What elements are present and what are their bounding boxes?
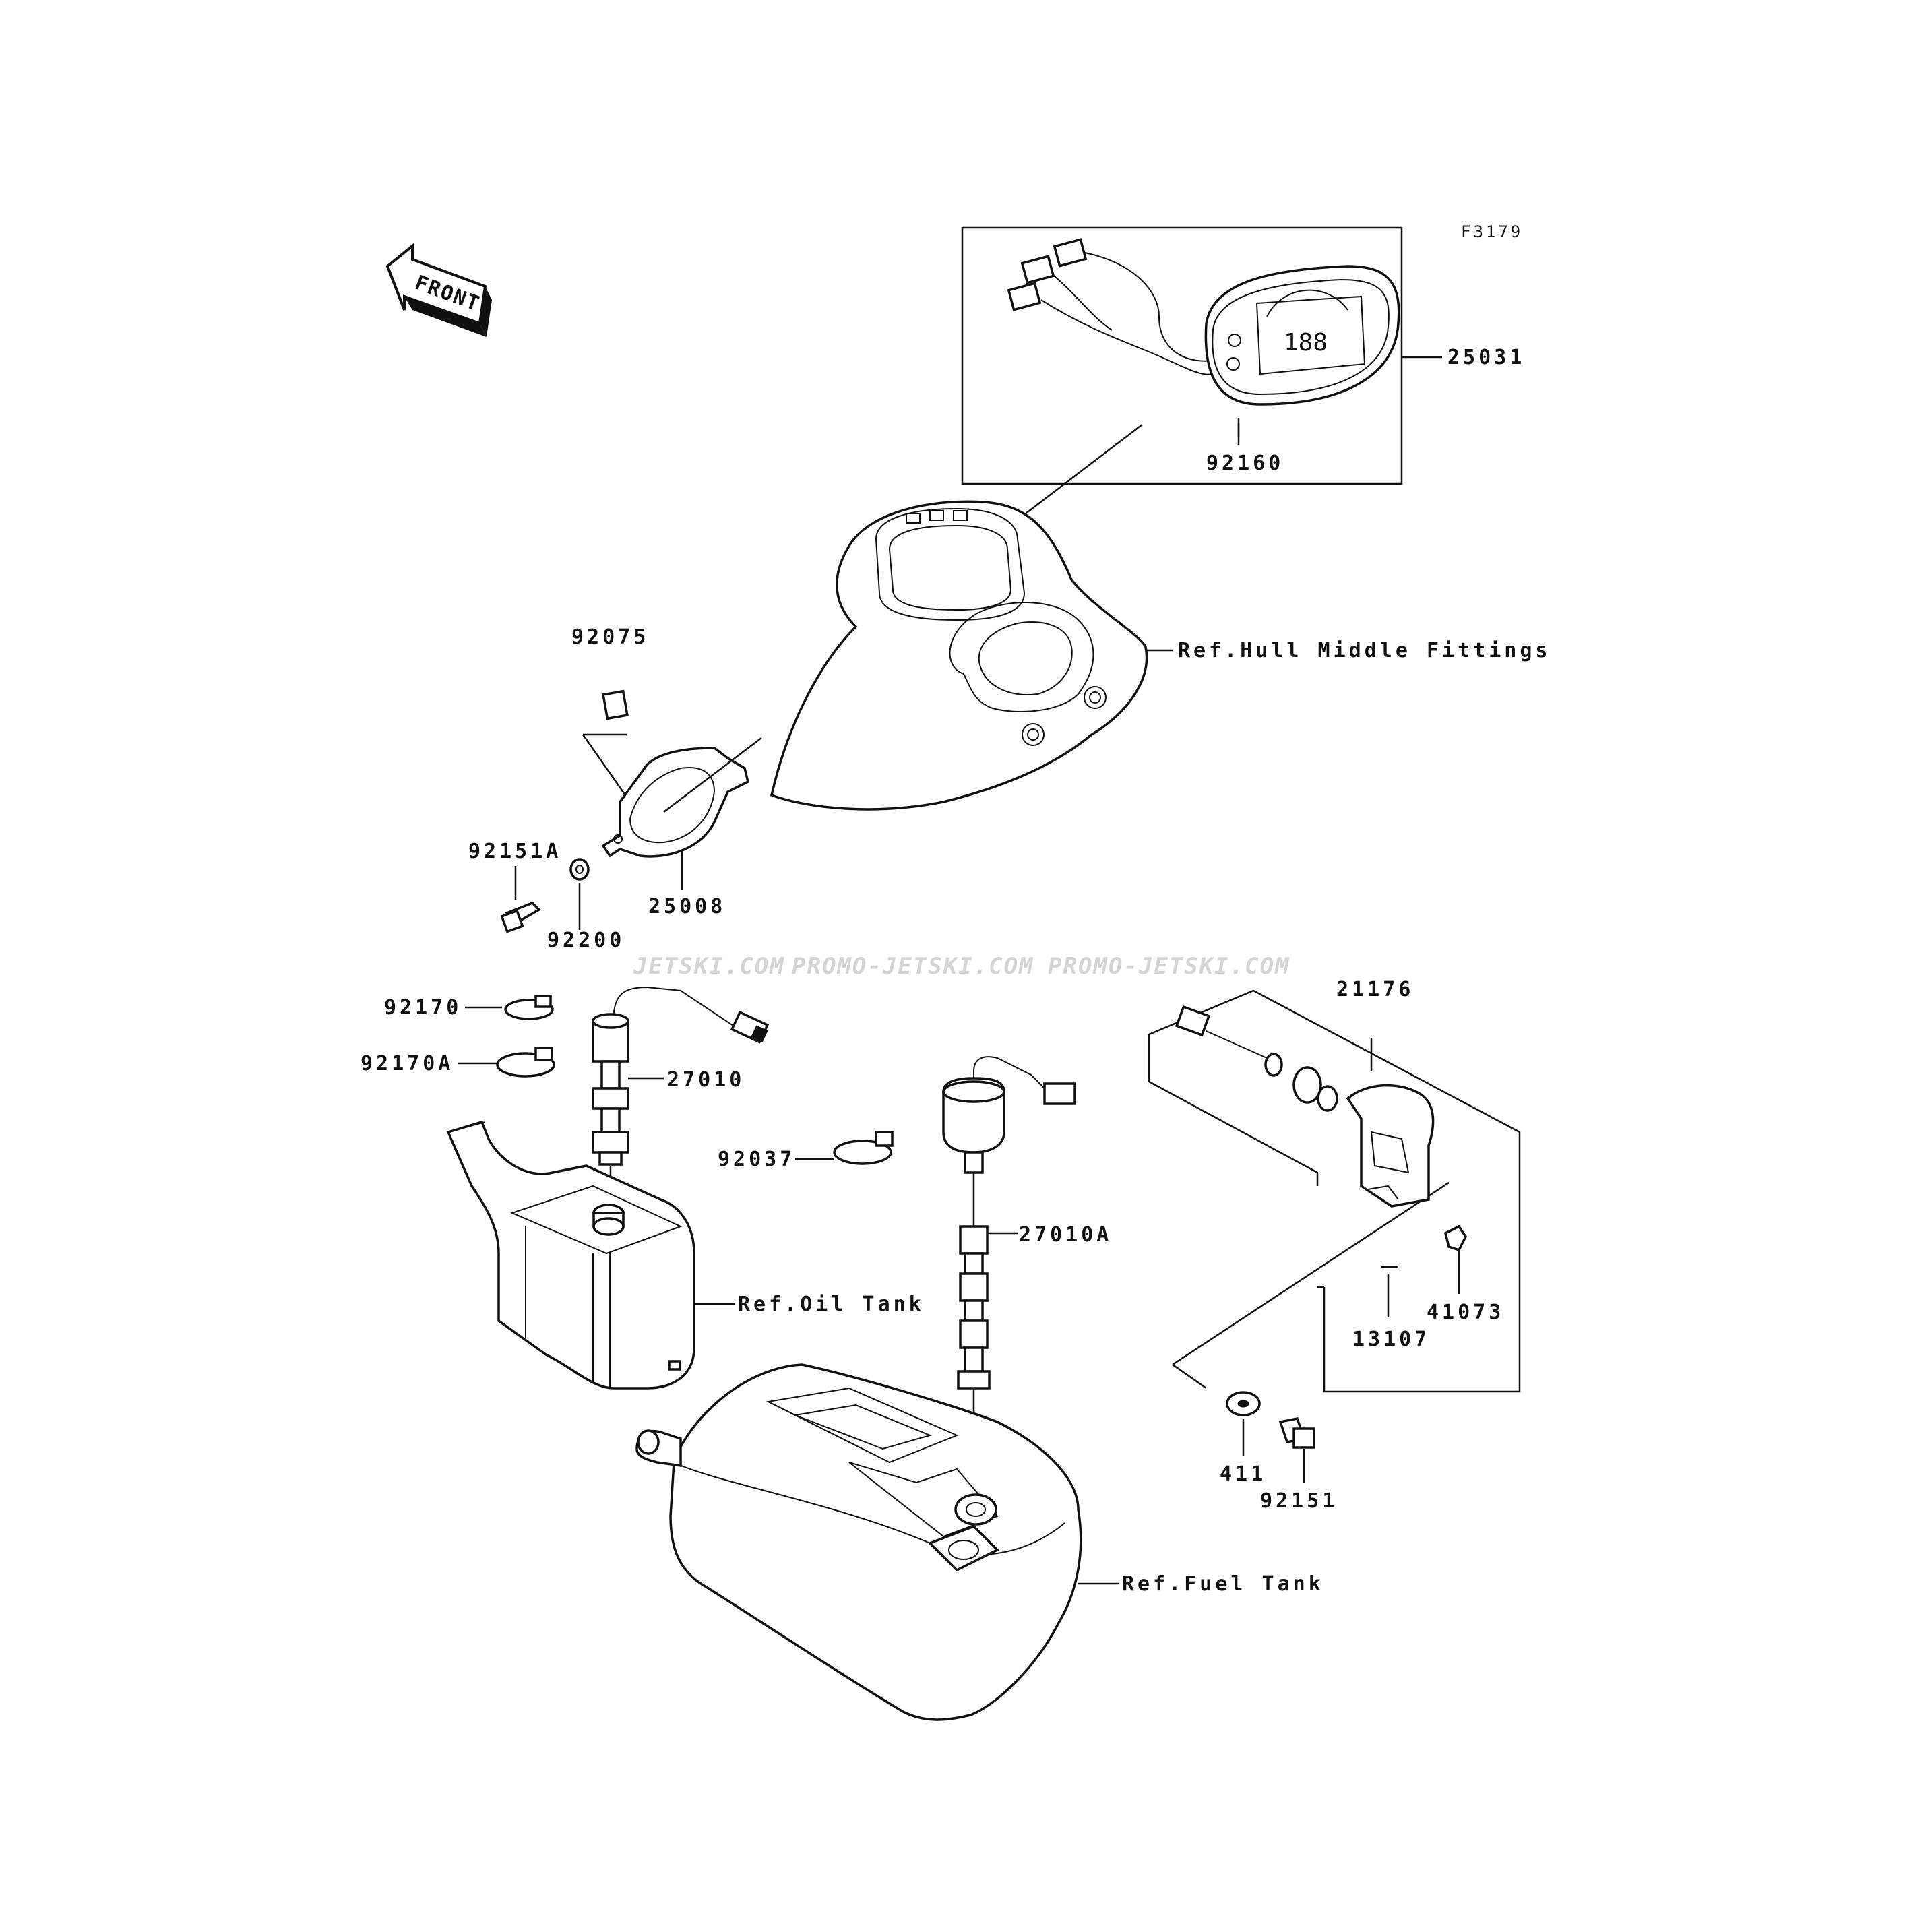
callout-oiltank: Ref.Oil Tank bbox=[738, 1292, 925, 1316]
watermark-1: JETSKI.COM bbox=[633, 953, 785, 980]
clamp-92170A: 92170A bbox=[361, 1047, 555, 1078]
callout-92151: 92151 bbox=[1260, 1489, 1338, 1513]
callout-13107: 13107 bbox=[1352, 1328, 1430, 1351]
clamp-92037: 92037 bbox=[718, 1131, 894, 1171]
clamp-92170: 92170 bbox=[384, 995, 554, 1020]
oil-tank: Ref.Oil Tank bbox=[446, 1120, 925, 1390]
callout-hull: Ref.Hull Middle Fittings bbox=[1178, 639, 1551, 662]
callout-25031: 25031 bbox=[1447, 346, 1525, 369]
washer-92200: 92200 bbox=[547, 858, 625, 952]
callout-25008: 25008 bbox=[648, 895, 726, 918]
callout-fueltank: Ref.Fuel Tank bbox=[1122, 1572, 1324, 1596]
callout-41073: 41073 bbox=[1427, 1301, 1504, 1324]
callout-92170: 92170 bbox=[384, 996, 462, 1020]
fuel-level-sensor: 27010A bbox=[942, 1056, 1112, 1483]
watermark-2: PROMO-JETSKI.COM bbox=[792, 953, 1034, 980]
meter-assembly: 188 25031 92160 bbox=[956, 226, 1525, 567]
callout-92075: 92075 bbox=[571, 625, 649, 649]
bolt-92151A: 92151A bbox=[468, 840, 561, 933]
watermark-3: PROMO-JETSKI.COM bbox=[1048, 953, 1290, 980]
fuel-tank: Ref.Fuel Tank bbox=[635, 1363, 1324, 1721]
meter-bracket: 92075 25008 bbox=[571, 625, 762, 918]
callout-92037: 92037 bbox=[718, 1148, 795, 1171]
washer-411: 411 bbox=[1220, 1391, 1266, 1486]
sensor-assembly-21176: 21176 41073 13107 bbox=[1148, 978, 1521, 1393]
bolt-92151: 92151 bbox=[1260, 1416, 1338, 1513]
oil-level-sensor: 27010 bbox=[592, 986, 770, 1206]
callout-92151A: 92151A bbox=[468, 840, 561, 863]
callout-92160: 92160 bbox=[1206, 451, 1284, 475]
callout-411: 411 bbox=[1220, 1462, 1266, 1486]
callout-92170A: 92170A bbox=[361, 1052, 454, 1076]
callout-92200: 92200 bbox=[547, 929, 625, 952]
hull-middle-fittings: Ref.Hull Middle Fittings bbox=[770, 500, 1551, 811]
svg-text:188: 188 bbox=[1284, 329, 1328, 356]
figure-id: F3179 bbox=[1461, 222, 1523, 241]
callout-27010A: 27010A bbox=[1019, 1223, 1112, 1247]
callout-27010: 27010 bbox=[667, 1068, 745, 1092]
front-arrow-icon: FRONT bbox=[385, 243, 492, 337]
callout-21176: 21176 bbox=[1336, 978, 1414, 1001]
